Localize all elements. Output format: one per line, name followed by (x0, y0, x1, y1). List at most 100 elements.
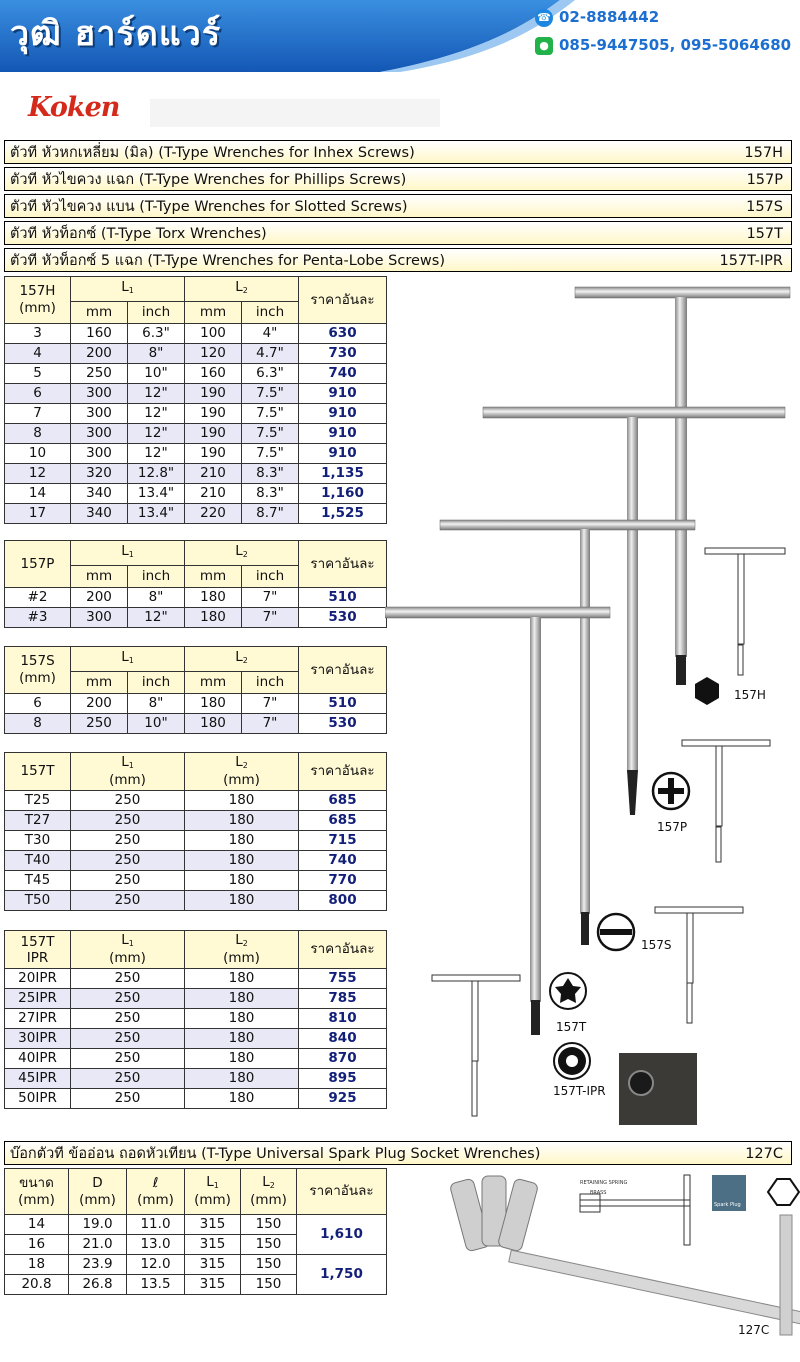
price-cell: 770 (298, 870, 387, 891)
table-cell: 8.3" (241, 483, 299, 504)
table-cell: 45IPR (4, 1068, 71, 1089)
table-cell: 300 (70, 443, 128, 464)
category-label: ตัวที หัวไขควง แบน (T-Type Wrenches for … (10, 199, 408, 215)
table-cell: 30IPR (4, 1028, 71, 1049)
table-cell: #2 (4, 587, 71, 608)
table-cell: 250 (70, 890, 185, 911)
unit-label: (mm) (19, 300, 56, 316)
table-cell: 300 (70, 607, 128, 628)
line-icon: ● (535, 36, 553, 55)
table-cell: 120 (184, 343, 242, 364)
model-label: 157S (20, 653, 55, 669)
table-cell: 8.7" (241, 503, 299, 524)
table-127c: ขนาด(mm) D(mm) ℓ(mm) L1(mm) L2(mm) ราคาอ… (4, 1168, 387, 1295)
table-cell: 180 (184, 607, 242, 628)
category-label: ตัวที หัวหกเหลี่ยม (มิล) (T-Type Wrenche… (10, 145, 415, 161)
price-header: ราคาอันละ (298, 930, 387, 969)
table-cell: 180 (184, 850, 299, 871)
price-header: ราคาอันละ (298, 276, 387, 324)
price-cell: 685 (298, 810, 387, 831)
table-cell: 180 (184, 713, 242, 734)
model-label: 157T (20, 933, 55, 950)
price-cell: 510 (298, 587, 387, 608)
table-cell: 50IPR (4, 1088, 71, 1109)
table-cell: 180 (184, 968, 299, 989)
table-cell: 20IPR (4, 968, 71, 989)
model-label: 157T (4, 752, 71, 791)
table-cell: 160 (70, 323, 128, 344)
table-cell: 250 (70, 870, 185, 891)
table-cell: 25IPR (4, 988, 71, 1009)
table-cell: 12" (127, 383, 185, 404)
table-cell: 27IPR (4, 1008, 71, 1029)
table-cell: 250 (70, 713, 128, 734)
table-cell: 180 (184, 1068, 299, 1089)
price-header: ราคาอันละ (298, 752, 387, 791)
table-cell: 7.5" (241, 443, 299, 464)
price-cell: 895 (298, 1068, 387, 1089)
table-cell: 4 (4, 343, 71, 364)
price-cell: 910 (298, 403, 387, 424)
label-157p: 157P (657, 820, 688, 834)
phone-contact[interactable]: ☎02-8884442 (535, 8, 659, 27)
model-label: 157P (4, 540, 71, 588)
table-cell: 8 (4, 713, 71, 734)
table-cell: 10 (4, 443, 71, 464)
label-157t: 157T (556, 1020, 587, 1034)
table-cell: 190 (184, 443, 242, 464)
table-cell: 12" (127, 607, 185, 628)
table-cell: 8.3" (241, 463, 299, 484)
table-cell: 8 (4, 423, 71, 444)
table-cell: 180 (184, 890, 299, 911)
category-code: 157S (746, 199, 783, 215)
table-cell: 7.5" (241, 403, 299, 424)
price-cell: 1,135 (298, 463, 387, 484)
price-cell: 715 (298, 830, 387, 851)
table-cell: 200 (70, 587, 128, 608)
label-157h: 157H (734, 688, 766, 702)
category-157t: ตัวที หัวท็อกซ์ (T-Type Torx Wrenches)15… (4, 221, 792, 245)
table-cell: 8" (127, 587, 185, 608)
table-cell: 4.7" (241, 343, 299, 364)
price-header: ราคาอันละ (298, 646, 387, 694)
price-cell: 530 (298, 607, 387, 628)
koken-logo: Koken (28, 92, 120, 123)
table-cell: 8" (127, 693, 185, 714)
table-cell: 6.3" (127, 323, 185, 344)
category-label: บ๊อกตัวที ข้ออ่อน ถอดหัวเทียน (T-Type Un… (10, 1146, 541, 1162)
line-contact[interactable]: ●085-9447505, 095-5064680 (535, 36, 791, 55)
table-cell: 250 (70, 968, 185, 989)
price-cell: 785 (298, 988, 387, 1009)
table-cell: T45 (4, 870, 71, 891)
price-cell: 730 (298, 343, 387, 364)
price-cell: 740 (298, 850, 387, 871)
shop-name: วุฒิ ฮาร์ดแวร์ (10, 14, 222, 54)
price-cell: 530 (298, 713, 387, 734)
category-code: 157P (746, 172, 783, 188)
table-cell: T50 (4, 890, 71, 911)
table-cell: 12" (127, 423, 185, 444)
table-cell: T25 (4, 790, 71, 811)
model-label-2: IPR (26, 949, 49, 966)
table-cell: 180 (184, 790, 299, 811)
table-cell: 13.4" (127, 483, 185, 504)
category-code: 157H (744, 145, 783, 161)
table-cell: 180 (184, 1008, 299, 1029)
